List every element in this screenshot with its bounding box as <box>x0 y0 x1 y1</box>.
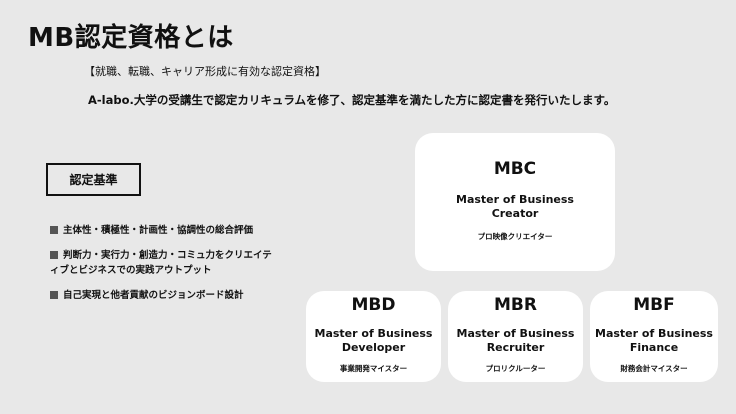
cert-jp-title: プロリクルーター <box>485 364 546 373</box>
cert-card-mbd: MBD Master of Business Developer 事業開発マイス… <box>306 291 441 382</box>
cert-code: MBD <box>351 295 396 315</box>
cert-name: Master of Business <box>595 327 713 340</box>
cert-code: MBC <box>493 159 537 179</box>
criteria-item: 自己実現と他者貢献のビジョンボード設計 <box>50 288 280 303</box>
criteria-item-text: 判断力・実行力・創造力・コミュ力をクリエイティブとビジネスでの実践アウトプット <box>50 250 272 276</box>
cert-name: Master of Business <box>314 327 433 340</box>
criteria-label-box: 認定基準 <box>46 163 141 196</box>
cert-code: MBR <box>494 295 537 315</box>
criteria-item-text: 主体性・積極性・計画性・協調性の総合評価 <box>63 225 254 236</box>
cert-name: Recruiter <box>486 341 545 354</box>
page-title: MB認定資格とは <box>28 23 234 53</box>
cert-jp-title: プロ映像クリエイター <box>477 232 553 241</box>
bullet-square-icon <box>50 291 58 299</box>
criteria-item: 判断力・実行力・創造力・コミュ力をクリエイティブとビジネスでの実践アウトプット <box>50 248 280 278</box>
cert-name: Developer <box>341 341 406 354</box>
bullet-square-icon <box>50 226 58 234</box>
subtitle: 【就職、転職、キャリア形成に有効な認定資格】 <box>84 65 326 78</box>
criteria-item-text: 自己実現と他者貢献のビジョンボード設計 <box>63 290 244 301</box>
cert-code: MBF <box>633 295 675 315</box>
cert-card-mbr: MBR Master of Business Recruiter プロリクルータ… <box>448 291 583 382</box>
description: A-labo.大学の受講生で認定カリキュラムを修了、認定基準を満たした方に認定書… <box>88 93 616 107</box>
cert-jp-title: 事業開発マイスター <box>339 364 408 373</box>
cert-name: Creator <box>491 207 539 220</box>
cert-jp-title: 財務会計マイスター <box>620 364 688 373</box>
cert-name: Master of Business <box>456 193 574 206</box>
cert-name: Finance <box>629 341 679 354</box>
bullet-square-icon <box>50 251 58 259</box>
cert-name: Master of Business <box>456 327 575 340</box>
criteria-item: 主体性・積極性・計画性・協調性の総合評価 <box>50 223 280 238</box>
cert-card-mbc: MBC Master of Business Creator プロ映像クリエイタ… <box>415 133 615 271</box>
cert-card-mbf: MBF Master of Business Finance 財務会計マイスター <box>590 291 718 382</box>
